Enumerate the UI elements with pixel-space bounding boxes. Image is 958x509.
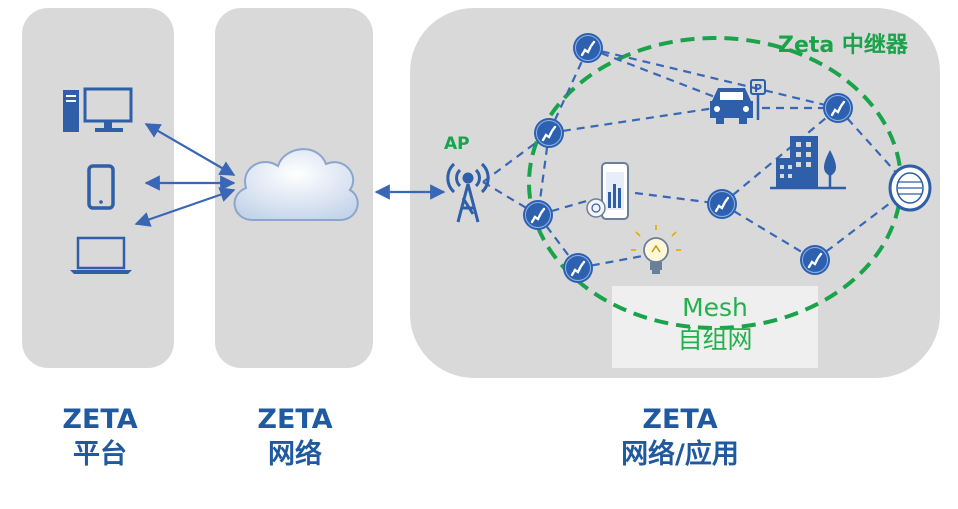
manhole-cover-icon [888, 164, 932, 212]
ap-label: AP [444, 134, 470, 154]
desktop-computer-icon [63, 87, 133, 132]
zeta-node-icon [822, 92, 854, 124]
smart-meter-phone-icon [586, 162, 629, 220]
zeta-node-icon [572, 32, 604, 64]
buildings-trees-icon [770, 136, 846, 190]
zeta-node-icon [706, 188, 738, 220]
mesh-label: Mesh 自组网 [612, 292, 818, 356]
relay-label: Zeta 中继器 [778, 32, 909, 58]
laptop-icon [70, 236, 132, 274]
caption-network-line2: 网络 [268, 439, 322, 470]
mesh-label-box [612, 286, 818, 368]
mesh-links [482, 46, 911, 270]
zeta-node-icon [799, 244, 831, 276]
caption-network-line1: ZETA [257, 404, 333, 435]
caption-application-line2: 网络/应用 [621, 439, 739, 470]
mesh-label-line2: 自组网 [677, 325, 753, 354]
zeta-node-icon [522, 199, 554, 231]
car-parking-icon: P [710, 79, 766, 124]
caption-platform: ZETA 平台 [40, 402, 160, 472]
mesh-ring [527, 36, 903, 330]
antenna-tower-icon [446, 162, 490, 223]
caption-network: ZETA 网络 [230, 402, 360, 472]
cloud-icon [233, 148, 359, 221]
tablet-icon [87, 164, 115, 210]
mesh-label-line1: Mesh [682, 293, 748, 322]
connection-arrows [134, 123, 446, 227]
caption-platform-line1: ZETA [62, 404, 138, 435]
caption-platform-line2: 平台 [73, 439, 127, 470]
svg-text:P: P [754, 82, 762, 95]
caption-application-line1: ZETA [642, 404, 718, 435]
light-bulb-icon [631, 225, 681, 274]
caption-application: ZETA 网络/应用 [560, 402, 800, 472]
zeta-node-icon [562, 252, 594, 284]
zeta-node-icon [533, 117, 565, 149]
